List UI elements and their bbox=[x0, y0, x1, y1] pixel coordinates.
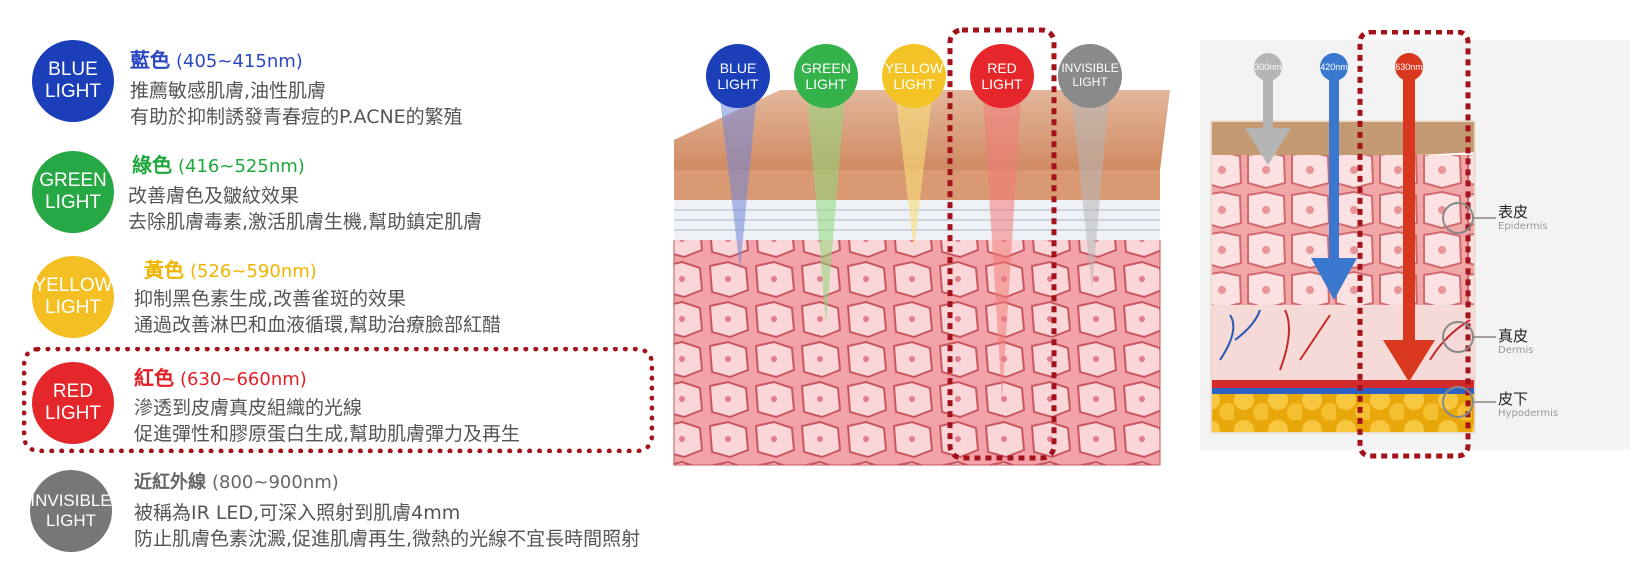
title-text: 紅色 bbox=[134, 366, 174, 390]
beam-green-circle: GREEN LIGHT bbox=[794, 44, 858, 108]
row-title: 藍色 (405~415nm) bbox=[130, 44, 303, 73]
layer-epidermis-en: Epidermis bbox=[1498, 221, 1548, 232]
row-title: 近紅外線 (800~900nm) bbox=[134, 468, 339, 494]
green-light-circle: GREEN LIGHT bbox=[32, 151, 114, 233]
range-text: (630~660nm) bbox=[180, 369, 307, 390]
beam-blue-circle: BLUE LIGHT bbox=[706, 44, 770, 108]
title-text: 黃色 bbox=[144, 258, 184, 282]
beam-label: RED LIGHT bbox=[981, 59, 1023, 92]
layer-epidermis-zh: 表皮 bbox=[1498, 203, 1529, 221]
blue-light-circle: BLUE LIGHT bbox=[32, 40, 114, 122]
circle-label: RED LIGHT bbox=[45, 381, 101, 424]
row-desc-1: 滲透到皮膚真皮組織的光線 bbox=[134, 397, 363, 419]
row-title: 紅色 (630~660nm) bbox=[134, 362, 307, 391]
circle-label: GREEN LIGHT bbox=[39, 170, 107, 213]
circle-label: INVISIBLE LIGHT bbox=[30, 491, 112, 530]
wavelength-300-marker: 300nm bbox=[1254, 53, 1282, 81]
invisible-light-circle: INVISIBLE LIGHT bbox=[30, 470, 112, 552]
row-desc-2: 去除肌膚毒素,激活肌膚生機,幫助鎮定肌膚 bbox=[128, 211, 483, 233]
wavelength-630-marker: 630nm bbox=[1395, 53, 1423, 81]
skin-illustration bbox=[673, 27, 1170, 466]
beam-label: INVISIBLE LIGHT bbox=[1061, 61, 1119, 89]
row-desc-2: 通過改善淋巴和血液循環,幫助治療臉部紅醋 bbox=[134, 314, 502, 336]
row-desc-2: 防止肌膚色素沈澱,促進肌膚再生,微熱的光線不宜長時間照射 bbox=[134, 528, 641, 550]
wavelength-label: 420nm bbox=[1320, 62, 1348, 72]
row-title: 綠色 (416~525nm) bbox=[132, 149, 305, 178]
yellow-light-circle: YELLOW LIGHT bbox=[32, 256, 114, 338]
range-text: (405~415nm) bbox=[176, 51, 303, 72]
row-desc-1: 抑制黑色素生成,改善雀斑的效果 bbox=[134, 288, 407, 310]
wavelength-420-marker: 420nm bbox=[1320, 53, 1348, 81]
row-desc-1: 推薦敏感肌膚,油性肌膚 bbox=[130, 80, 327, 102]
row-desc-1: 改善膚色及皺紋效果 bbox=[128, 185, 300, 207]
row-desc-2: 促進彈性和膠原蛋白生成,幫助肌膚彈力及再生 bbox=[134, 423, 521, 445]
layer-dermis-zh: 真皮 bbox=[1498, 327, 1529, 345]
title-text: 近紅外線 bbox=[134, 472, 206, 493]
beam-label: BLUE LIGHT bbox=[717, 59, 759, 92]
range-text: (416~525nm) bbox=[178, 156, 305, 177]
layer-hypodermis-zh: 皮下 bbox=[1498, 390, 1529, 408]
beam-label: YELLOW LIGHT bbox=[884, 59, 944, 92]
wavelength-label: 300nm bbox=[1254, 62, 1282, 72]
penetration-diagram bbox=[1200, 30, 1630, 459]
circle-label: BLUE LIGHT bbox=[45, 59, 101, 102]
beam-red-circle: RED LIGHT bbox=[970, 44, 1034, 108]
title-text: 綠色 bbox=[132, 153, 172, 177]
range-text: (800~900nm) bbox=[212, 472, 339, 493]
red-light-circle: RED LIGHT bbox=[32, 362, 114, 444]
layer-dermis-en: Dermis bbox=[1498, 345, 1534, 356]
title-text: 藍色 bbox=[130, 48, 170, 72]
circle-label: YELLOW LIGHT bbox=[33, 275, 113, 318]
row-desc-2: 有助於抑制誘發青春痘的P.ACNE的繁殖 bbox=[130, 106, 463, 128]
beam-invisible-circle: INVISIBLE LIGHT bbox=[1058, 44, 1122, 108]
beam-label: GREEN LIGHT bbox=[801, 59, 851, 92]
layer-hypodermis-en: Hypodermis bbox=[1498, 408, 1559, 419]
range-text: (526~590nm) bbox=[190, 261, 317, 282]
beam-yellow-circle: YELLOW LIGHT bbox=[882, 44, 946, 108]
red-highlight-frame bbox=[22, 347, 654, 453]
row-title: 黃色 (526~590nm) bbox=[144, 254, 317, 283]
wavelength-label: 630nm bbox=[1395, 62, 1423, 72]
row-desc-1: 被稱為IR LED,可深入照射到肌膚4mm bbox=[134, 502, 461, 524]
